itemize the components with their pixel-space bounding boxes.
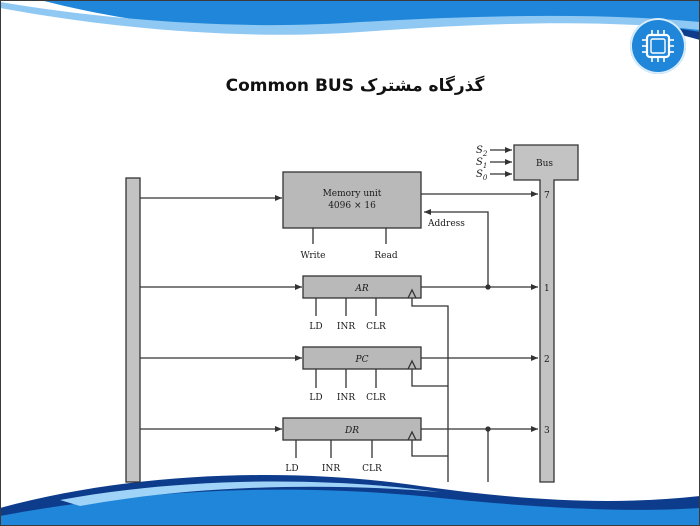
bottom-swoosh-blue [0,489,700,526]
memory-write-label: Write [301,251,326,261]
memory-unit-name: Memory unit [323,189,382,199]
pc-clr-label: CLR [366,393,386,403]
ar-inr-label: INR [337,322,355,332]
cpu-chip-icon [630,18,686,74]
dr-ld-label: LD [285,464,298,474]
common-bus [513,144,579,483]
dr-register-name: DR [344,426,359,436]
pc-inr-label: INR [337,393,355,403]
pc-register-name: PC [355,355,369,365]
memory-unit-size: 4096 × 16 [328,201,376,211]
dr-bus-input-label: 3 [544,426,550,436]
pc-clock-triangle [407,359,417,370]
ar-clr-label: CLR [366,322,386,332]
pc-bus-input-label: 2 [544,355,550,365]
dr-clock-triangle [407,430,417,441]
bottom-swoosh-light [60,481,440,506]
s2-label: S2 [476,145,488,158]
s1-label: S1 [476,157,487,170]
dr-clock-line [411,440,448,457]
slide-title: گذرگاه مشترک Common BUS [225,76,485,96]
pc-ld-label: LD [309,393,322,403]
memory-bus-input-label: 7 [544,191,550,201]
top-swoosh-light [0,2,700,35]
address-label: Address [427,219,465,229]
bus-label: Bus [536,159,553,169]
ar-clock-triangle [407,288,417,299]
s0-label: S0 [476,169,488,182]
ar-bus-input-label: 1 [544,284,550,294]
ar-register-name: AR [354,284,368,294]
dr-clr-label: CLR [362,464,382,474]
pc-clock-line [411,369,448,387]
address-line [424,209,489,288]
ar-ld-label: LD [309,322,322,332]
memory-read-label: Read [374,251,397,261]
dr-inr-label: INR [322,464,340,474]
ar-clock-line [411,298,449,482]
left-input-bus [125,177,141,483]
memory-unit-box [282,171,422,229]
